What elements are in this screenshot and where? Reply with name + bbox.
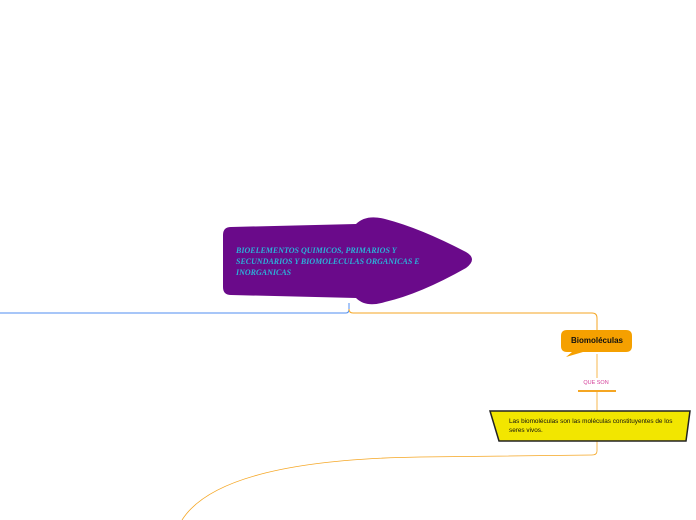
central-topic-text: BIOELEMENTOS QUIMICOS, PRIMARIOS Y SECUN… (236, 246, 420, 277)
topic-shape[interactable] (561, 330, 632, 357)
relation-label-text: QUE SON (583, 380, 609, 386)
detail-shape[interactable] (488, 410, 691, 442)
detail-text: Las biomoléculas son las moléculas const… (509, 418, 673, 434)
topic-text: Biomoléculas (570, 336, 623, 345)
detail-outgoing-connector (181, 441, 598, 520)
central-topic-shape[interactable] (223, 217, 472, 305)
left-branch-connector (0, 303, 350, 314)
right-branch-connector (348, 308, 598, 332)
